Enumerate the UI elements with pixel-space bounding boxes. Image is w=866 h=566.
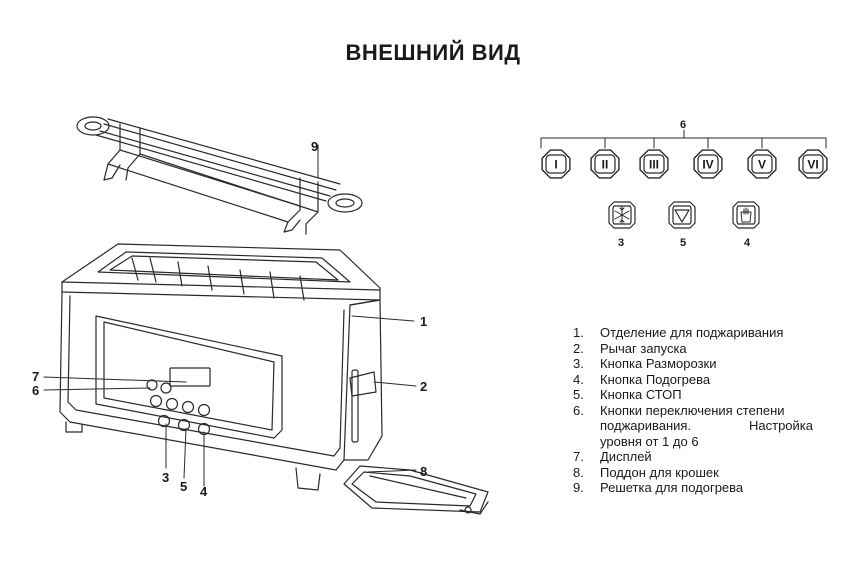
level-group-label: 6 [680, 119, 686, 131]
snowflake-icon [614, 206, 630, 224]
callout-9: 9 [311, 139, 318, 154]
callout-2: 2 [420, 379, 427, 394]
level-button-label: V [758, 158, 766, 172]
stop-number: 5 [680, 237, 686, 249]
legend-item: 8.Поддон для крошек [573, 464, 719, 480]
legend-item: 5.Кнопка СТОП [573, 387, 682, 402]
page-title: ВНЕШНИЙ ВИД [345, 40, 521, 65]
callout-4: 4 [200, 484, 208, 499]
defrost-button[interactable] [608, 201, 636, 229]
toast-icon [740, 207, 752, 223]
level-button-1[interactable]: I [541, 149, 571, 179]
legend-item: 2.Рычаг запуска [573, 340, 687, 356]
stop-button[interactable] [668, 201, 696, 229]
callout-1: 1 [420, 314, 427, 329]
callout-3: 3 [162, 470, 169, 485]
level-button-label: III [649, 158, 659, 172]
legend-item: 4.Кнопка Подогрева [573, 371, 711, 387]
legend-line: уровня от 1 до 6 [600, 433, 699, 449]
level-button-label: I [554, 158, 557, 172]
callout-5: 5 [180, 479, 187, 494]
level-button-2[interactable]: II [590, 149, 620, 179]
level-button-label: IV [702, 158, 713, 172]
reheat-number: 4 [744, 237, 751, 249]
defrost-number: 3 [618, 237, 624, 249]
reheat-button[interactable] [732, 201, 760, 229]
level-bracket [540, 129, 827, 149]
level-button-label: II [602, 158, 609, 172]
parts-legend: 1.Отделение для поджаривания 2.Рычаг зап… [573, 325, 813, 496]
legend-item: 1.Отделение для поджаривания [573, 325, 784, 340]
callout-6: 6 [32, 383, 39, 398]
leader-lines [43, 144, 417, 487]
level-button-3[interactable]: III [639, 149, 669, 179]
legend-line: поджаривания. Настройка [600, 418, 813, 433]
callout-7: 7 [32, 369, 39, 384]
level-button-5[interactable]: V [747, 149, 777, 179]
warming-rack [76, 116, 363, 235]
legend-item: 3.Кнопка Разморозки [573, 356, 717, 371]
triangle-down-icon [674, 209, 690, 223]
level-button-4[interactable]: IV [693, 149, 723, 179]
legend-item: 7.Дисплей [573, 449, 652, 464]
legend-line: Кнопки переключения степени [600, 402, 785, 418]
level-button-label: VI [807, 158, 818, 172]
legend-item: 9.Решетка для подогрева [573, 480, 744, 495]
function-buttons [608, 201, 760, 229]
callout-8: 8 [420, 464, 427, 479]
level-button-6[interactable]: VI [798, 149, 828, 179]
legend-item: 6. Кнопки переключения степени поджарива… [573, 402, 813, 449]
